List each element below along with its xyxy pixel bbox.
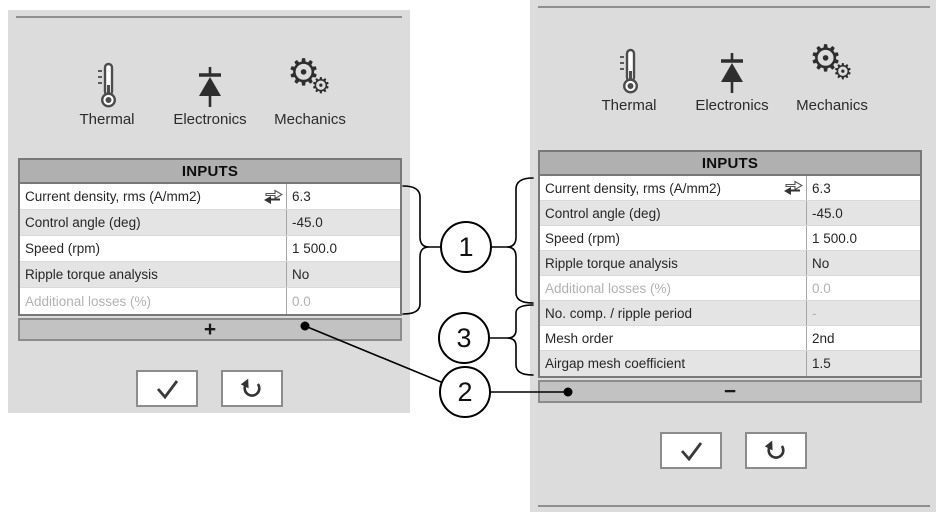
row-label: Current density, rms (A/mm2) <box>540 176 806 200</box>
inputs-table: INPUTS Current density, rms (A/mm2) 6.3 … <box>18 158 402 316</box>
row-value[interactable]: 2nd <box>806 326 920 350</box>
tab-electronics[interactable]: Electronics <box>680 44 784 114</box>
expand-rows-button[interactable]: + <box>18 318 402 341</box>
table-row: Speed (rpm) 1 500.0 <box>20 236 400 262</box>
gears-icon <box>809 44 855 94</box>
row-value[interactable]: No <box>286 262 400 287</box>
action-buttons <box>8 370 410 407</box>
reset-button[interactable] <box>744 432 807 469</box>
tab-mechanics-label: Mechanics <box>274 111 346 128</box>
panel-top-divider <box>16 16 402 18</box>
row-label: No. comp. / ripple period <box>545 305 693 321</box>
callout-number: 2 <box>457 376 473 407</box>
swap-arrows-icon[interactable] <box>263 189 284 204</box>
tab-thermal[interactable]: Thermal <box>62 58 152 128</box>
row-label: Control angle (deg) <box>545 205 661 221</box>
row-label: Control angle (deg) <box>25 215 141 230</box>
row-label: Airgap mesh coefficient <box>545 356 686 371</box>
row-value[interactable]: 6.3 <box>806 176 920 200</box>
tab-thermal-label: Thermal <box>601 97 657 114</box>
row-value[interactable]: - <box>806 301 920 325</box>
table-row: Control angle (deg) -45.0 <box>540 201 920 226</box>
row-value: 0.0 <box>806 276 920 300</box>
thermometer-icon <box>97 58 118 108</box>
collapse-rows-button[interactable]: − <box>538 380 922 403</box>
table-row: Current density, rms (A/mm2) 6.3 <box>540 176 920 201</box>
confirm-button[interactable] <box>135 370 198 407</box>
row-value[interactable]: 6.3 <box>286 184 400 209</box>
table-row: No. comp. / ripple period - <box>540 301 920 326</box>
undo-icon <box>240 378 261 397</box>
table-row: Additional losses (%) 0.0 <box>20 288 400 314</box>
check-icon <box>680 441 702 461</box>
row-value[interactable]: 1 500.0 <box>806 226 920 250</box>
row-label: Ripple torque analysis <box>25 267 158 282</box>
tab-electronics-label: Electronics <box>173 111 247 128</box>
row-value[interactable]: -45.0 <box>806 201 920 225</box>
table-row: Ripple torque analysis No <box>540 251 920 276</box>
inputs-table: INPUTS Current density, rms (A/mm2) 6.3 … <box>538 150 922 378</box>
tab-mechanics[interactable]: Mechanics <box>260 58 360 128</box>
tab-electronics-label: Electronics <box>695 97 769 114</box>
inputs-table-title: INPUTS <box>20 160 400 184</box>
row-value[interactable]: No <box>806 251 920 275</box>
tab-thermal[interactable]: Thermal <box>584 44 674 114</box>
tab-thermal-label: Thermal <box>79 111 135 128</box>
thermometer-icon <box>619 44 640 94</box>
callout-circle-1: 1 <box>440 221 492 273</box>
row-label: Mesh order <box>545 330 614 346</box>
row-label: Speed (rpm) <box>545 230 621 246</box>
undo-icon <box>764 440 785 459</box>
callout-circle-2: 2 <box>439 366 491 418</box>
diode-icon <box>714 44 750 94</box>
row-value[interactable]: 1 500.0 <box>286 236 400 261</box>
table-row: Airgap mesh coefficient 1.5 <box>540 351 920 376</box>
confirm-button[interactable] <box>659 432 722 469</box>
panel-top-divider <box>538 6 930 8</box>
row-label: Current density, rms (A/mm2) <box>20 184 286 209</box>
tab-mechanics-label: Mechanics <box>796 97 868 114</box>
table-row: Mesh order 2nd <box>540 326 920 351</box>
check-icon <box>156 379 178 399</box>
table-row: Control angle (deg) -45.0 <box>20 210 400 236</box>
table-row: Current density, rms (A/mm2) 6.3 <box>20 184 400 210</box>
gears-icon <box>287 58 333 108</box>
tab-electronics[interactable]: Electronics <box>158 58 262 128</box>
inputs-table-title: INPUTS <box>540 152 920 176</box>
swap-arrows-icon[interactable] <box>783 180 804 196</box>
inputs-panel-collapsed: Thermal Electronics Mechanics INPUTS <box>8 10 410 413</box>
row-value[interactable]: 1.5 <box>806 351 920 376</box>
tab-mechanics[interactable]: Mechanics <box>782 44 882 114</box>
row-label: Additional losses (%) <box>545 280 672 296</box>
callout-number: 3 <box>456 322 472 353</box>
action-buttons <box>530 432 936 469</box>
table-row: Ripple torque analysis No <box>20 262 400 288</box>
row-value: 0.0 <box>286 288 400 314</box>
reset-button[interactable] <box>220 370 283 407</box>
panel-bottom-divider <box>538 505 930 507</box>
callout-circle-3: 3 <box>438 312 490 364</box>
row-value[interactable]: -45.0 <box>286 210 400 235</box>
row-label: Speed (rpm) <box>25 241 101 256</box>
row-label: Additional losses (%) <box>25 293 152 309</box>
row-label: Ripple torque analysis <box>545 255 678 271</box>
inputs-panel-expanded: Thermal Electronics Mechanics INPUTS <box>530 0 936 512</box>
diode-icon <box>192 58 228 108</box>
table-row: Speed (rpm) 1 500.0 <box>540 226 920 251</box>
table-row: Additional losses (%) 0.0 <box>540 276 920 301</box>
callout-number: 1 <box>458 231 474 262</box>
